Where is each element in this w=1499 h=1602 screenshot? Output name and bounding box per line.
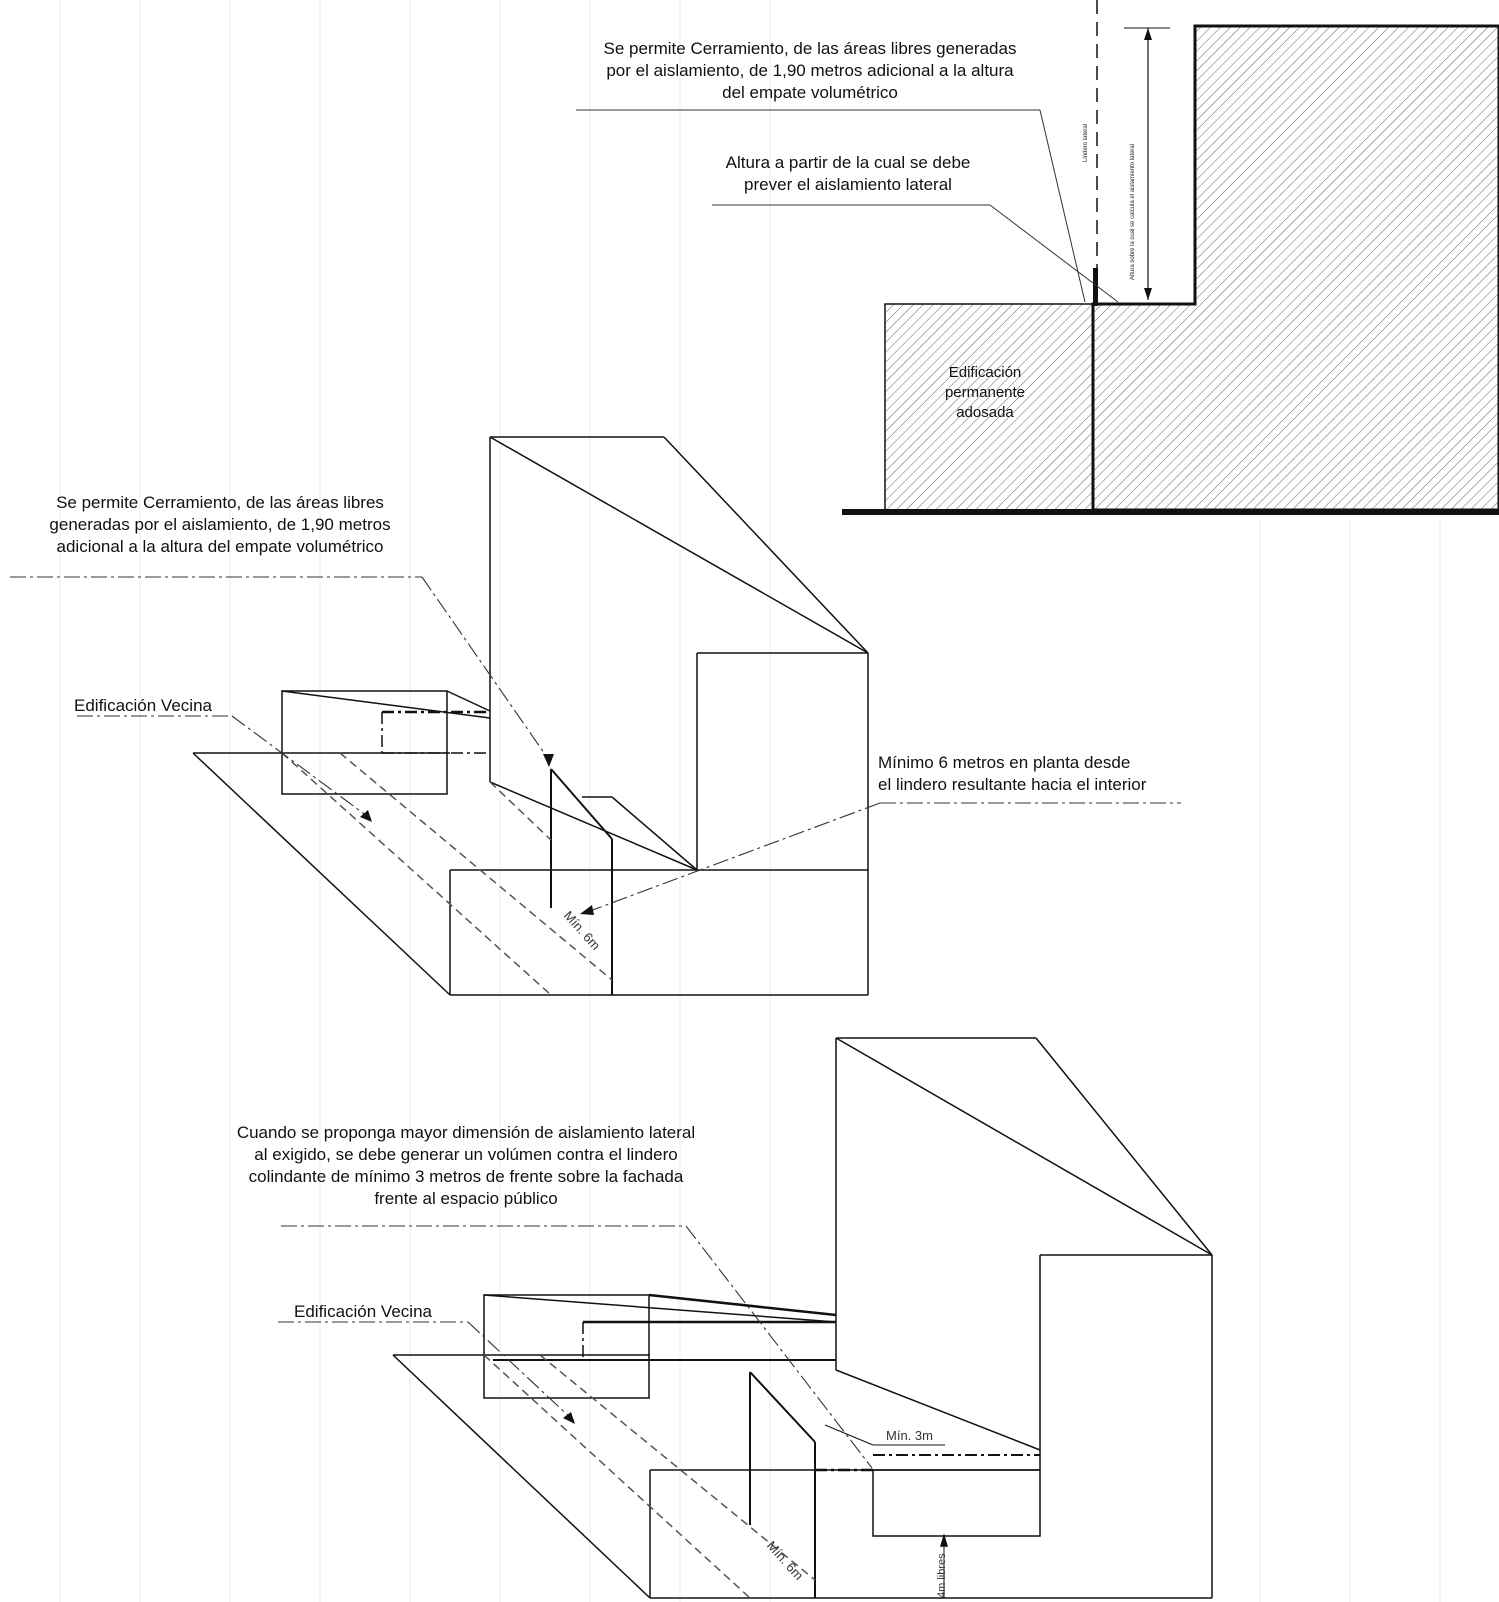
adjoining-building xyxy=(884,303,1094,511)
bottom-isometric xyxy=(392,1037,1213,1599)
middle-neighbor-label: Edificación Vecina xyxy=(74,696,212,715)
middle-note-fence: Se permite Cerramiento, de las áreas lib… xyxy=(49,493,391,556)
lindero-tiny-label: Lindero lateral xyxy=(1083,123,1089,162)
tower-volume xyxy=(1091,24,1499,512)
height-tiny-label: Altura sobre la cual se calcula el aisla… xyxy=(1130,143,1136,280)
middle-note-min6: Mínimo 6 metros en planta desde el linde… xyxy=(878,753,1147,794)
bottom-neighbor-label: Edificación Vecina xyxy=(294,1302,432,1321)
min3-dimension: Mín. 3m xyxy=(886,1428,933,1443)
adjoining-building-label: Edificación permanente adosada xyxy=(944,364,1026,421)
four-m-libres-dimension: 4m libres xyxy=(936,1553,948,1598)
scan-guides xyxy=(59,0,1441,1602)
bottom-leaders xyxy=(278,1225,873,1469)
top-note-fence: Se permite Cerramiento, de las áreas lib… xyxy=(603,39,1017,102)
bottom-note-volume: Cuando se proponga mayor dimensión de ai… xyxy=(236,1123,696,1208)
top-note-height: Altura a partir de la cual se debe preve… xyxy=(725,153,971,194)
middle-isometric xyxy=(192,436,869,996)
middle-leaders xyxy=(10,576,1181,912)
top-section-view xyxy=(576,0,1499,515)
